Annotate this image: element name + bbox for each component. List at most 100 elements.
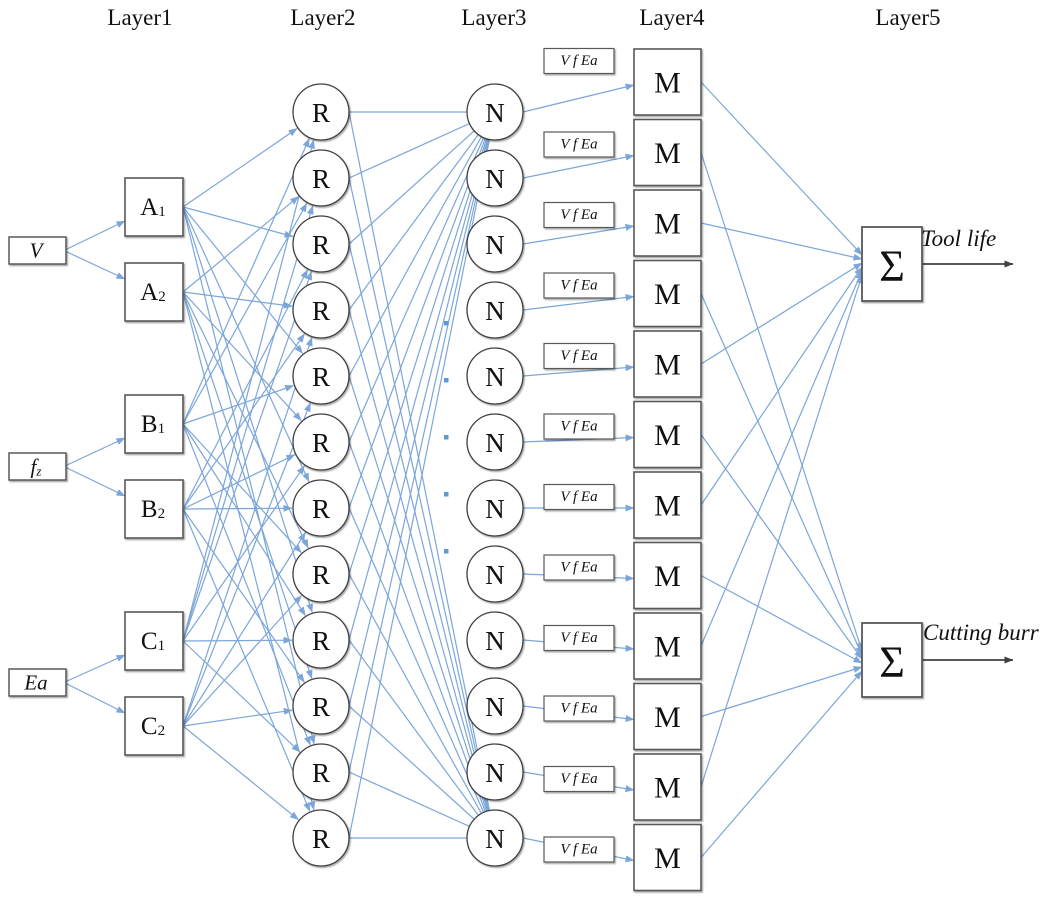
norm-node-label: N [485,494,505,524]
norm-node-label: N [485,758,505,788]
membership-box-4 [124,611,184,671]
sum-box-0 [861,226,923,302]
rule-node-0 [292,83,350,141]
param-label-text: V f Ea [560,560,597,576]
norm-node-4 [466,347,524,405]
param-label-box-11 [543,836,615,863]
norm-node-label: N [485,230,505,260]
ellipsis-dot [444,492,449,497]
membership-label-main: C [141,628,158,655]
rule-node-2 [292,215,350,273]
param-label-text: V f Ea [560,489,597,505]
consequent-box-7 [633,541,702,610]
consequent-label: M [654,631,681,664]
membership-label-sub: 2 [158,289,166,305]
rule-node-label: R [312,824,330,854]
rule-node-label: R [312,692,330,722]
membership-label-sub: 1 [158,421,166,437]
input-label-0: V [30,239,45,263]
norm-node-10 [466,743,524,801]
consequent-box-11 [633,823,702,892]
norm-node-7 [466,545,524,603]
rule-node-6 [292,479,350,537]
param-label-box-10 [543,765,615,793]
norm-node-8 [466,611,524,669]
ellipsis-dot [444,435,449,440]
norm-node-5 [466,413,524,471]
param-label-text: V f Ea [560,419,597,435]
membership-box-2 [124,394,184,454]
consequent-label: M [654,560,681,593]
membership-label-main: B [141,496,158,523]
input-label-main: f [31,455,40,479]
rule-node-7 [292,545,350,603]
layer5-header: Layer5 [875,5,941,30]
consequent-box-1 [633,118,702,187]
input-label-sub: z [35,463,41,478]
membership-label-sub: 1 [158,204,166,220]
param-label-text: V f Ea [560,771,597,787]
rule-node-10 [292,743,350,801]
param-label-box-9 [543,695,615,722]
input-box-2 [8,668,67,697]
membership-label-sub: 2 [158,506,166,522]
param-label-box-6 [543,483,615,511]
membership-label-0: A1 [140,194,166,221]
membership-label-4: C1 [141,628,165,655]
norm-node-label: N [485,362,505,392]
param-label-text: V f Ea [560,630,597,646]
rule-node-label: R [312,164,330,194]
consequent-label: M [654,490,681,523]
input-label-2: Ea [23,671,47,695]
consequent-box-0 [633,48,702,116]
layer2-header: Layer2 [290,5,356,30]
rule-node-label: R [312,230,330,260]
param-label-text: V f Ea [560,348,597,364]
consequent-label: M [654,842,681,875]
norm-node-label: N [485,164,505,194]
rule-node-label: R [312,296,330,326]
edge-layer [65,81,1014,863]
membership-label-sub: 2 [158,723,166,739]
param-label-text: V f Ea [560,701,597,717]
rule-node-1 [292,149,350,207]
norm-node-0 [466,83,524,141]
norm-node-label: N [485,626,505,656]
consequent-box-2 [633,189,702,257]
ellipsis-dot [444,321,449,326]
param-label-text: V f Ea [560,137,597,153]
param-label-box-1 [543,131,615,158]
consequent-box-3 [633,259,702,328]
rule-node-11 [292,809,350,867]
consequent-label: M [654,208,681,241]
rule-node-8 [292,611,350,669]
consequent-box-10 [633,753,702,821]
layer3-header: Layer3 [461,5,527,30]
param-label-box-5 [543,413,615,440]
rule-node-label: R [312,428,330,458]
norm-node-label: N [485,560,505,590]
param-label-text: V f Ea [560,207,597,223]
input-label-1: fz [31,455,42,479]
membership-label-main: A [140,194,158,221]
consequent-box-6 [633,471,702,539]
membership-label-5: C2 [141,713,165,740]
rule-node-9 [292,677,350,735]
consequent-label: M [654,349,681,382]
norm-node-6 [466,479,524,537]
norm-node-2 [466,215,524,273]
membership-label-3: B2 [141,496,165,523]
param-label-box-8 [543,624,615,652]
consequent-box-9 [633,682,702,751]
consequent-label: M [654,701,681,734]
sum-symbol: Σ [879,638,905,687]
norm-node-label: N [485,296,505,326]
consequent-label: M [654,137,681,170]
output-label-tool-life: Tool life [921,226,997,251]
rule-node-5 [292,413,350,471]
membership-label-2: B1 [141,411,165,438]
layer4-header: Layer4 [639,5,705,30]
rule-node-label: R [312,362,330,392]
rule-node-3 [292,281,350,339]
